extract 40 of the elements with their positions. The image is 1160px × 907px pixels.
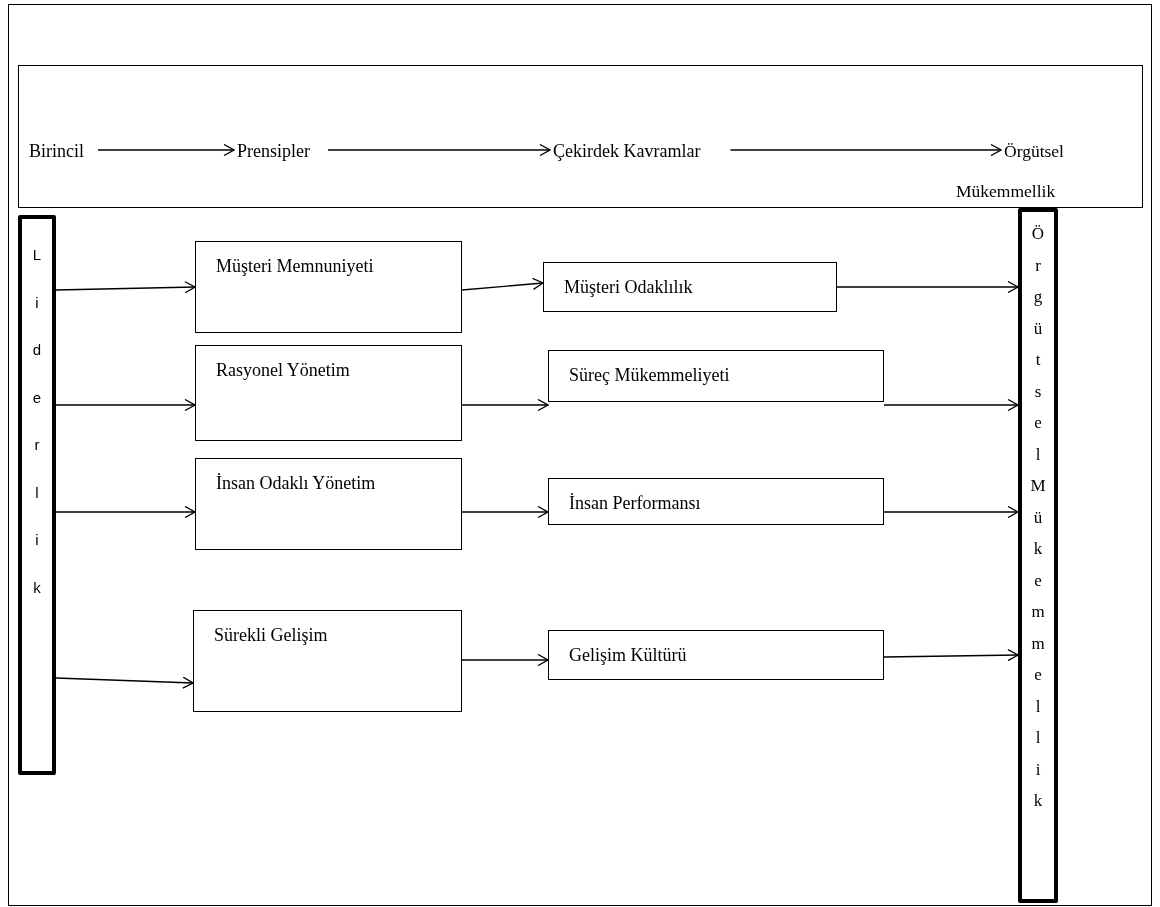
- arrow: [97, 143, 235, 157]
- arrow: [836, 280, 1019, 294]
- box-label: Rasyonel Yönetim: [216, 359, 351, 382]
- flow-step-text: Örgütsel Mükemmellik: [956, 131, 1141, 205]
- header-band: [18, 65, 1143, 208]
- vertical-label: Liderlik: [31, 245, 43, 598]
- arrow: [461, 505, 549, 519]
- arrow: [883, 505, 1019, 519]
- box-label: Sürekli Gelişim: [214, 624, 329, 647]
- arrow: [55, 505, 196, 519]
- arrow: [55, 676, 194, 689]
- arrow: [461, 653, 549, 667]
- box-label: Gelişim Kültürü: [569, 644, 688, 667]
- process-box: [193, 610, 462, 712]
- process-box: [548, 630, 884, 680]
- arrow: [883, 398, 1019, 412]
- vertical-label: Örgütsel Mükemmellik: [1029, 223, 1047, 812]
- arrow: [461, 398, 549, 412]
- process-box: [548, 350, 884, 402]
- process-box: [195, 458, 462, 550]
- flow-step-text: Prensipler: [237, 136, 310, 166]
- arrow: [729, 143, 1002, 157]
- process-box: [543, 262, 837, 312]
- box-label: Müşteri Odaklılık: [564, 276, 694, 299]
- arrow: [327, 143, 551, 157]
- process-box: [195, 241, 462, 333]
- flow-step-text: Çekirdek Kavramlar: [553, 136, 701, 166]
- flow-step-text: Birincil: [29, 136, 84, 166]
- box-label: İnsan Odaklı Yönetim: [216, 472, 377, 495]
- arrow: [55, 281, 196, 294]
- vertical-bar: [18, 215, 56, 775]
- process-box: [195, 345, 462, 441]
- box-label: İnsan Performansı: [569, 492, 702, 515]
- arrow: [883, 649, 1019, 662]
- box-label: Süreç Mükemmeliyeti: [569, 364, 731, 387]
- box-label: Müşteri Memnuniyeti: [216, 255, 375, 278]
- process-box: [548, 478, 884, 525]
- vertical-bar: [1018, 208, 1058, 903]
- arrow: [55, 398, 196, 412]
- arrow: [461, 277, 544, 291]
